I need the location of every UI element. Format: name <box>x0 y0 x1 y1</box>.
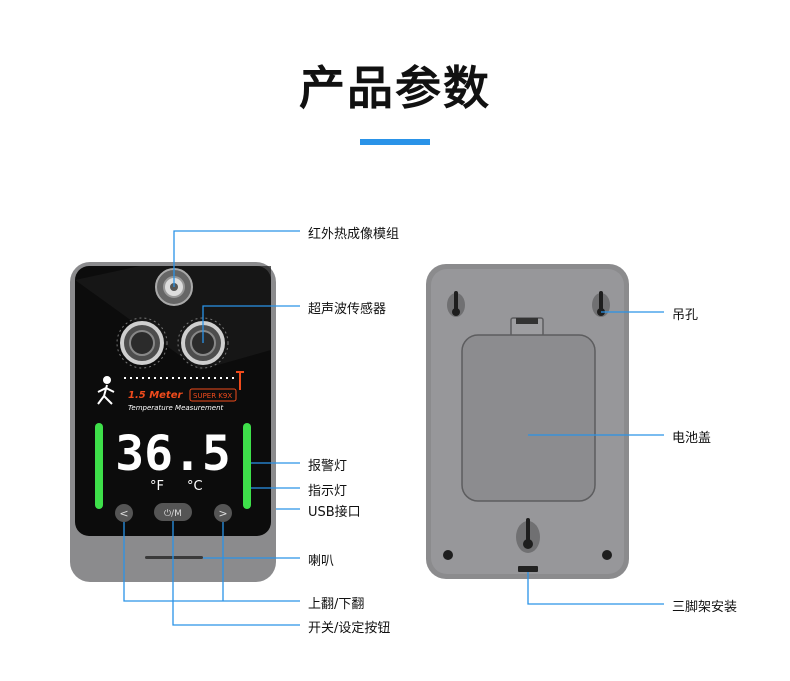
right-alarm-light <box>243 423 251 509</box>
label-power-set: 开关/设定按钮 <box>308 621 391 636</box>
chevron-left-icon: < <box>119 507 128 520</box>
label-alarm-light: 报警灯 <box>308 459 348 474</box>
device-front: 1.5 Meter SUPER K9X Temperature Measurem… <box>70 262 276 582</box>
keyhole-icon <box>516 518 540 553</box>
label-indicator-light: 指示灯 <box>308 484 348 499</box>
label-ir-module: 红外热成像模组 <box>308 227 400 242</box>
label-ultrasonic-sensor: 超声波传感器 <box>308 302 387 317</box>
callout-lines <box>123 230 664 626</box>
hanging-hole-icon <box>447 291 610 317</box>
walking-person-icon <box>97 376 115 405</box>
unit-f: °F <box>150 479 164 494</box>
power-icon: ⏻/M <box>164 508 182 519</box>
tripod-mount <box>518 566 538 572</box>
battery-cover <box>461 334 596 502</box>
label-page-up-down: 上翻/下翻 <box>308 597 365 612</box>
device-back <box>426 264 629 579</box>
label-usb-port: USB接口 <box>308 505 361 520</box>
page-up-button[interactable]: < <box>115 504 133 522</box>
unit-c: °C <box>187 479 203 494</box>
speaker-slot <box>145 556 203 559</box>
label-hanging-hole: 吊孔 <box>672 308 699 323</box>
page-down-button[interactable]: > <box>214 504 232 522</box>
model-badge: SUPER K9X <box>193 392 232 400</box>
mode-text: Temperature Measurement <box>128 404 224 412</box>
chevron-right-icon: > <box>218 507 227 520</box>
label-tripod-mount: 三脚架安装 <box>672 600 738 615</box>
temperature-readout: 36.5 <box>115 426 231 482</box>
title-underline <box>360 139 430 145</box>
distance-text: 1.5 Meter <box>128 390 183 401</box>
left-alarm-light <box>95 423 103 509</box>
label-battery-cover: 电池盖 <box>672 431 712 446</box>
power-set-button[interactable]: ⏻/M <box>154 503 192 521</box>
label-speaker: 喇叭 <box>308 554 335 569</box>
page-title: 产品参数 <box>299 61 491 115</box>
